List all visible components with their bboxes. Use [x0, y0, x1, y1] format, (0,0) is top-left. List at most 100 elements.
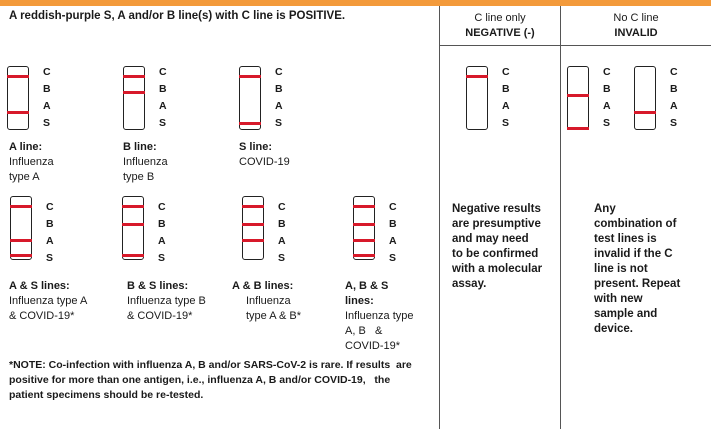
invalid-note: combination of [594, 218, 677, 230]
a-line [242, 239, 264, 242]
invalid-note: Any [594, 203, 616, 215]
label-s: S [389, 252, 397, 264]
negative-column-label: NEGATIVE (-) [465, 27, 535, 39]
label-a: A [389, 235, 397, 247]
label-c: C [389, 201, 397, 213]
negative-note: assay. [452, 278, 487, 290]
result-desc: Influenza [246, 295, 291, 307]
positive-rule-heading: A reddish-purple S, A and/or B line(s) w… [9, 10, 346, 22]
result-desc: & COVID-19* [9, 310, 75, 322]
negative-note: with a molecular [452, 263, 543, 275]
a-line [7, 111, 29, 114]
result-title: A & S lines: [9, 280, 70, 292]
label-a: A [603, 100, 611, 112]
strip-case [242, 196, 264, 260]
label-b: B [46, 218, 54, 230]
b-line [353, 223, 375, 226]
strip-case [466, 66, 488, 130]
invalid-note: present. Repeat [594, 278, 681, 290]
s-line [122, 254, 144, 257]
strip-case [123, 66, 145, 130]
strip-case [10, 196, 32, 260]
invalid-note: sample and [594, 308, 658, 320]
column-divider [439, 6, 440, 429]
negative-column-title: C line only [474, 12, 526, 24]
label-a: A [502, 100, 510, 112]
header-divider [439, 45, 711, 46]
a-line [10, 239, 32, 242]
label-b: B [43, 83, 51, 95]
c-line [10, 205, 32, 208]
label-b: B [278, 218, 286, 230]
strip-case [634, 66, 656, 130]
label-a: A [159, 100, 167, 112]
strip-case [567, 66, 589, 130]
s-line [10, 254, 32, 257]
label-s: S [278, 252, 286, 264]
label-a: A [43, 100, 51, 112]
result-title: lines: [345, 295, 374, 307]
result-desc: type B [123, 171, 155, 183]
result-title: A line: [9, 141, 43, 153]
result-title: S line: [239, 141, 273, 153]
c-line [123, 75, 145, 78]
strip-case [353, 196, 375, 260]
label-c: C [278, 201, 286, 213]
label-s: S [502, 117, 510, 129]
a-line [567, 94, 589, 97]
c-line [122, 205, 144, 208]
label-a: A [158, 235, 166, 247]
label-c: C [275, 66, 283, 78]
strip-case [7, 66, 29, 130]
invalid-note: line is not [594, 263, 648, 275]
negative-note: Negative results [452, 203, 541, 215]
strip-case [122, 196, 144, 260]
label-c: C [670, 66, 678, 78]
result-desc: Influenza type [345, 310, 414, 322]
strip-case [239, 66, 261, 130]
label-c: C [158, 201, 166, 213]
coinfection-note: patient specimens should be re-tested. [9, 389, 204, 401]
result-title: A & B lines: [232, 280, 294, 292]
c-line [7, 75, 29, 78]
b-line [123, 91, 145, 94]
a-line [353, 239, 375, 242]
invalid-note: with new [594, 293, 643, 305]
result-desc: A, B & [345, 325, 383, 337]
invalid-column-title: No C line [613, 12, 659, 24]
label-c: C [502, 66, 510, 78]
label-s: S [670, 117, 678, 129]
label-b: B [670, 83, 678, 95]
label-a: A [46, 235, 54, 247]
label-a: A [670, 100, 678, 112]
s-line [353, 254, 375, 257]
label-c: C [603, 66, 611, 78]
result-desc: COVID-19 [239, 156, 290, 168]
label-s: S [158, 252, 166, 264]
coinfection-note: *NOTE: Co-infection with influenza A, B … [9, 359, 412, 371]
header-accent-bar [0, 0, 711, 6]
label-b: B [158, 218, 166, 230]
c-line [466, 75, 488, 78]
result-title: B line: [123, 141, 157, 153]
label-b: B [159, 83, 167, 95]
label-c: C [43, 66, 51, 78]
result-desc: type A & B* [246, 310, 302, 322]
label-b: B [502, 83, 510, 95]
result-title: A, B & S [345, 280, 389, 292]
negative-note: and may need [452, 233, 529, 245]
result-desc: Influenza [123, 156, 168, 168]
label-a: A [278, 235, 286, 247]
label-b: B [603, 83, 611, 95]
a-line [634, 111, 656, 114]
negative-note: are presumptive [452, 218, 541, 230]
invalid-note: device. [594, 323, 633, 335]
label-a: A [275, 100, 283, 112]
s-line [239, 122, 261, 125]
c-line [353, 205, 375, 208]
label-s: S [46, 252, 54, 264]
s-line [567, 127, 589, 130]
label-s: S [43, 117, 51, 129]
c-line [242, 205, 264, 208]
invalid-note: invalid if the C [594, 248, 673, 260]
